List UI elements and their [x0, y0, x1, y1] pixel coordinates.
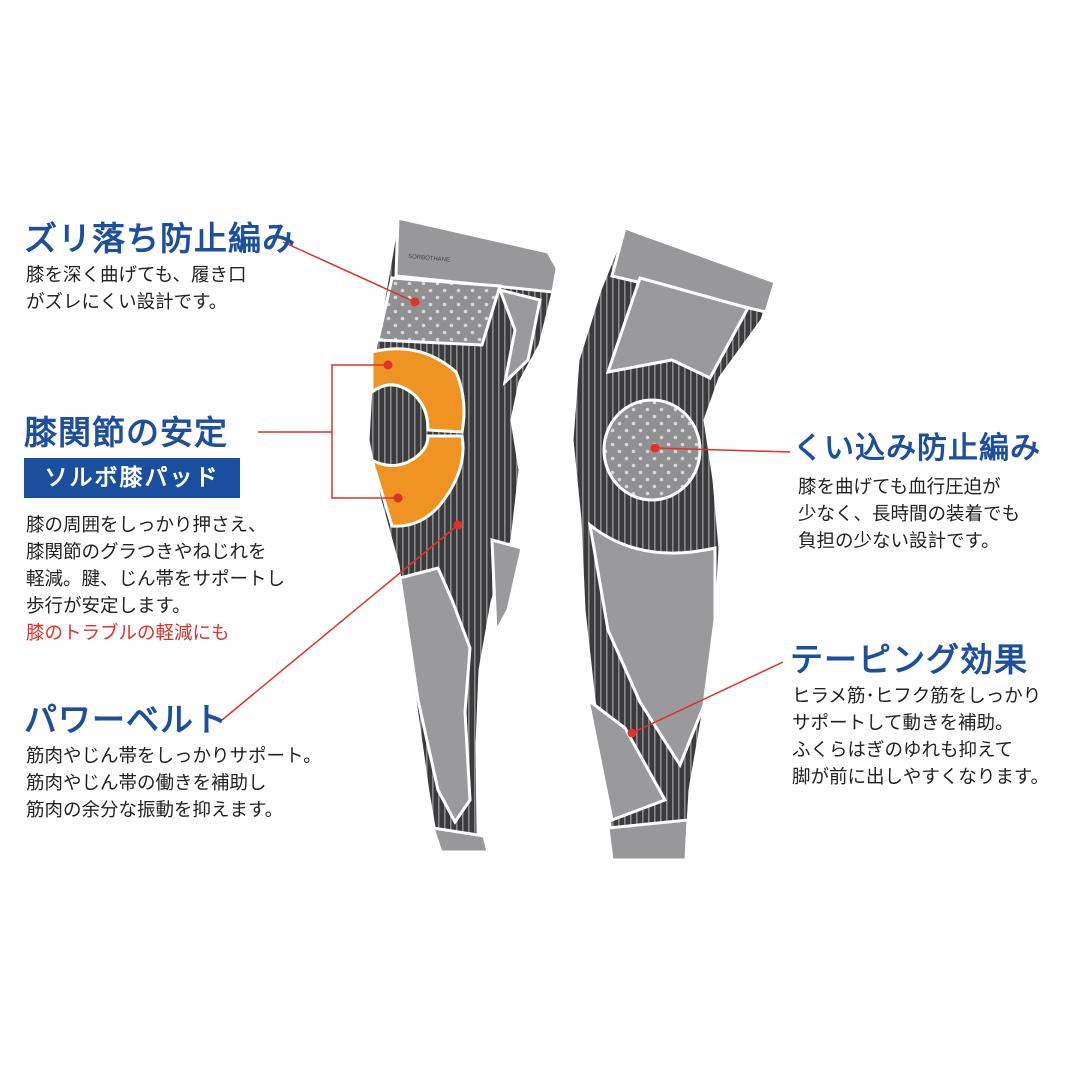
taping-title: テーピング効果 [790, 640, 1028, 679]
anti-dig-line-1: 膝を曲げても血行圧迫が [798, 477, 1001, 498]
anti-slip-line-2: がズレにくい設計です。 [26, 292, 228, 313]
knee-stability-line-3: 軽減。腱、じん帯をサポートし [26, 569, 286, 590]
power-belt-line-2: 筋肉やじん帯の働きを補助し [26, 773, 267, 794]
sorbo-knee-pad-badge: ソルボ膝パッド [24, 458, 240, 498]
knee-stability-description: 膝の周囲をしっかり押さえ、 膝関節のグラつきやねじれを 軽減。腱、じん帯をサポー… [26, 512, 285, 647]
left-sleeve: SORBOTHANE [366, 216, 559, 854]
power-belt-title: パワーベルト [24, 700, 228, 739]
anti-slip-knit-zone [376, 276, 502, 347]
taping-line-1: ヒラメ筋･ヒフク筋をしっかり [792, 686, 1042, 707]
anti-slip-title: ズリ落ち防止編み [24, 219, 296, 258]
sorbo-knee-pad-lower [369, 434, 465, 528]
power-belt-description: 筋肉やじん帯をしっかりサポート。 筋肉やじん帯の働きを補助し 筋肉の余分な振動を… [26, 743, 322, 824]
anti-slip-description: 膝を深く曲げても、履き口 がズレにくい設計です。 [26, 262, 247, 316]
power-belt-line-3: 筋肉の余分な振動を抑えます。 [26, 800, 284, 821]
anti-dig-description: 膝を曲げても血行圧迫が 少なく、長時間の装着でも 負担の少ない設計です。 [798, 474, 1020, 555]
knee-stability-line-4: 歩行が安定します。 [26, 596, 191, 617]
knee-stability-line-1: 膝の周囲をしっかり押さえ、 [26, 515, 267, 536]
taping-line-2: サポートして動きを補助。 [792, 713, 1014, 734]
knee-stability-title: 膝関節の安定 [24, 413, 228, 452]
taping-line-4: 脚が前に出しやすくなります。 [792, 767, 1049, 788]
anti-dig-line-2: 少なく、長時間の装着でも [798, 504, 1021, 525]
anti-dig-title: くい込み防止編み [793, 431, 1041, 466]
taping-description: ヒラメ筋･ヒフク筋をしっかり サポートして動きを補助。 ふくらはぎのゆれも抑えて… [792, 683, 1049, 791]
sorbo-knee-pad-upper [370, 347, 466, 434]
brand-mark: SORBOTHANE [408, 254, 450, 264]
right-sleeve [570, 226, 777, 862]
leader-lines [221, 241, 791, 734]
knee-stability-line-2: 膝関節のグラつきやねじれを [26, 542, 267, 563]
taping-line-3: ふくらはぎのゆれも抑えて [792, 740, 1014, 761]
leader-dots [383, 297, 660, 738]
anti-slip-line-1: 膝を深く曲げても、履き口 [26, 265, 247, 286]
knee-trouble-highlight: 膝のトラブルの軽減にも [26, 623, 230, 644]
anti-dig-line-3: 負担の少ない設計です。 [798, 531, 1000, 552]
power-belt-line-1: 筋肉やじん帯をしっかりサポート。 [26, 746, 322, 767]
